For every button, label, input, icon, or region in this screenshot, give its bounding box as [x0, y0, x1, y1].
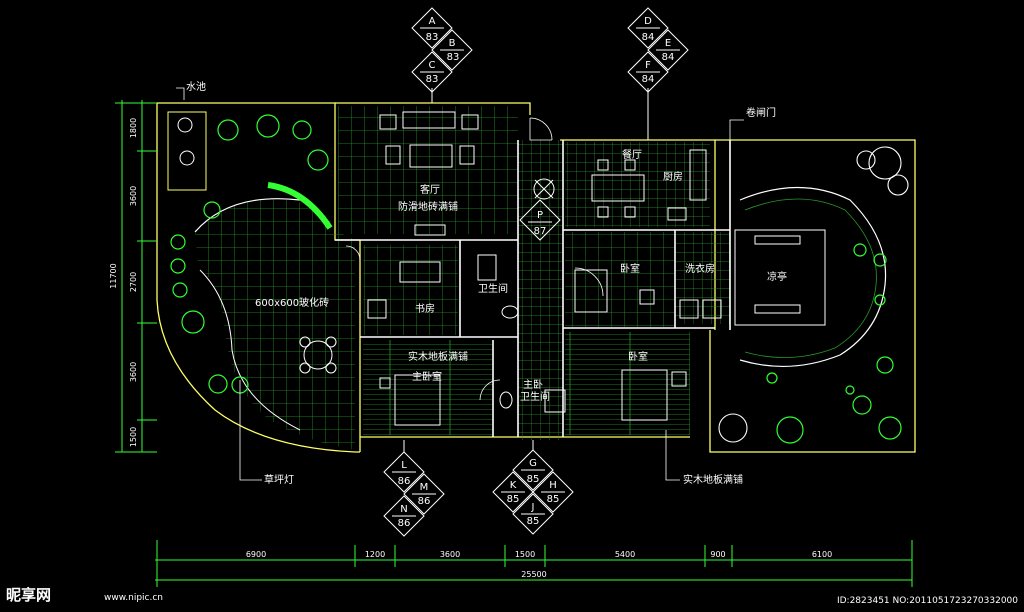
section-tag-top2: [627, 7, 689, 140]
label-bedroom2: 卧室: [628, 350, 648, 363]
section-tag-mid: [519, 199, 561, 241]
label-wood-floor2: 实木地板满铺: [683, 473, 743, 486]
interior-walls: [335, 140, 731, 437]
label-dining: 餐厅: [622, 148, 642, 161]
tag-f-letter: F: [645, 60, 651, 71]
tag-k-letter: K: [510, 480, 517, 491]
label-pavilion: 凉亭: [767, 270, 787, 283]
dimension-lines: [115, 100, 913, 587]
label-pool: 水池: [186, 80, 206, 93]
label-tiles: 600x600玻化砖: [255, 296, 329, 309]
label-bath: 卫生间: [478, 282, 508, 295]
tag-n-num: 86: [398, 518, 411, 529]
label-lawn-light: 草坪灯: [264, 473, 294, 486]
tag-h-num: 85: [547, 494, 560, 505]
tag-a-num: 83: [426, 32, 439, 43]
dim-bottom-2: 1200: [365, 550, 385, 559]
bedroom-floor: [565, 232, 675, 327]
tag-m-letter: M: [420, 482, 429, 493]
tag-b-letter: B: [449, 38, 456, 49]
tag-p-letter: P: [537, 210, 543, 221]
label-shutter: 卷闸门: [746, 106, 776, 119]
tag-m-num: 86: [418, 496, 431, 507]
label-living: 客厅: [420, 183, 440, 196]
dim-left-5: 1500: [129, 427, 138, 447]
dim-bottom-7: 6100: [812, 550, 832, 559]
dim-left-3: 2700: [129, 272, 138, 292]
label-master-bath-1: 主卧: [523, 378, 543, 391]
floor-plan-drawing: 水池 客厅 防滑地砖满铺 餐厅 厨房 卷闸门 600x600玻化砖 书房 卫生间…: [6, 7, 1018, 606]
garden-tiles: [195, 199, 355, 450]
tag-j-letter: J: [531, 502, 535, 513]
label-master: 主卧室: [412, 370, 442, 383]
watermark-logo: 昵享网: [6, 586, 51, 604]
watermark-id: ID:2823451 NO:20110517232703320​00: [837, 596, 1018, 606]
tag-j-num: 85: [527, 516, 540, 527]
tag-n-letter: N: [400, 504, 407, 515]
tag-l-letter: L: [401, 460, 407, 471]
dim-bottom-1: 6900: [246, 550, 266, 559]
dim-bottom-5: 5400: [615, 550, 635, 559]
label-master-bath-2: 卫生间: [520, 390, 550, 403]
furniture: [167, 111, 826, 426]
dim-bottom-6: 900: [710, 550, 725, 559]
tag-d-letter: D: [644, 16, 652, 27]
tag-l-num: 86: [398, 476, 411, 487]
pavilion-deck: [739, 187, 887, 368]
label-living-floor: 防滑地砖满铺: [398, 200, 458, 213]
dim-left-2: 3600: [129, 186, 138, 206]
tag-d-num: 84: [642, 32, 655, 43]
section-tag-top1: [411, 7, 473, 103]
label-kitchen: 厨房: [663, 170, 683, 183]
watermark-url: www.nipic.cn: [104, 593, 163, 603]
tag-k-num: 85: [507, 494, 520, 505]
dim-left-4: 3600: [129, 362, 138, 382]
tag-p-num: 87: [534, 226, 547, 237]
tag-g-letter: G: [529, 458, 537, 469]
bedroom2-wood-floor: [565, 332, 690, 435]
living-floor-tiles: [338, 106, 518, 234]
tag-b-num: 83: [447, 52, 460, 63]
dim-bottom-total: 25500: [521, 570, 546, 579]
section-tag-bot1: [383, 440, 445, 537]
tag-c-num: 83: [426, 74, 439, 85]
label-study: 书房: [415, 302, 435, 315]
tag-c-letter: C: [429, 60, 436, 71]
label-laundry: 洗衣房: [685, 262, 715, 275]
tag-a-letter: A: [429, 16, 436, 27]
tag-e-letter: E: [665, 38, 671, 49]
dim-left-total: 11700: [109, 263, 118, 288]
tag-e-num: 84: [662, 52, 675, 63]
label-wood-floor: 实木地板满铺: [408, 350, 468, 363]
plants: [170, 114, 902, 444]
section-tag-bot2: [492, 440, 574, 535]
label-bedroom: 卧室: [620, 262, 640, 275]
dim-bottom-3: 3600: [440, 550, 460, 559]
dim-left-1: 1800: [129, 118, 138, 138]
tag-g-num: 85: [527, 474, 540, 485]
tag-f-num: 84: [642, 74, 655, 85]
tag-h-letter: H: [549, 480, 557, 491]
study-floor: [363, 245, 458, 335]
door-swings: [345, 117, 604, 401]
trees: [718, 146, 909, 443]
dim-bottom-4: 1500: [515, 550, 535, 559]
